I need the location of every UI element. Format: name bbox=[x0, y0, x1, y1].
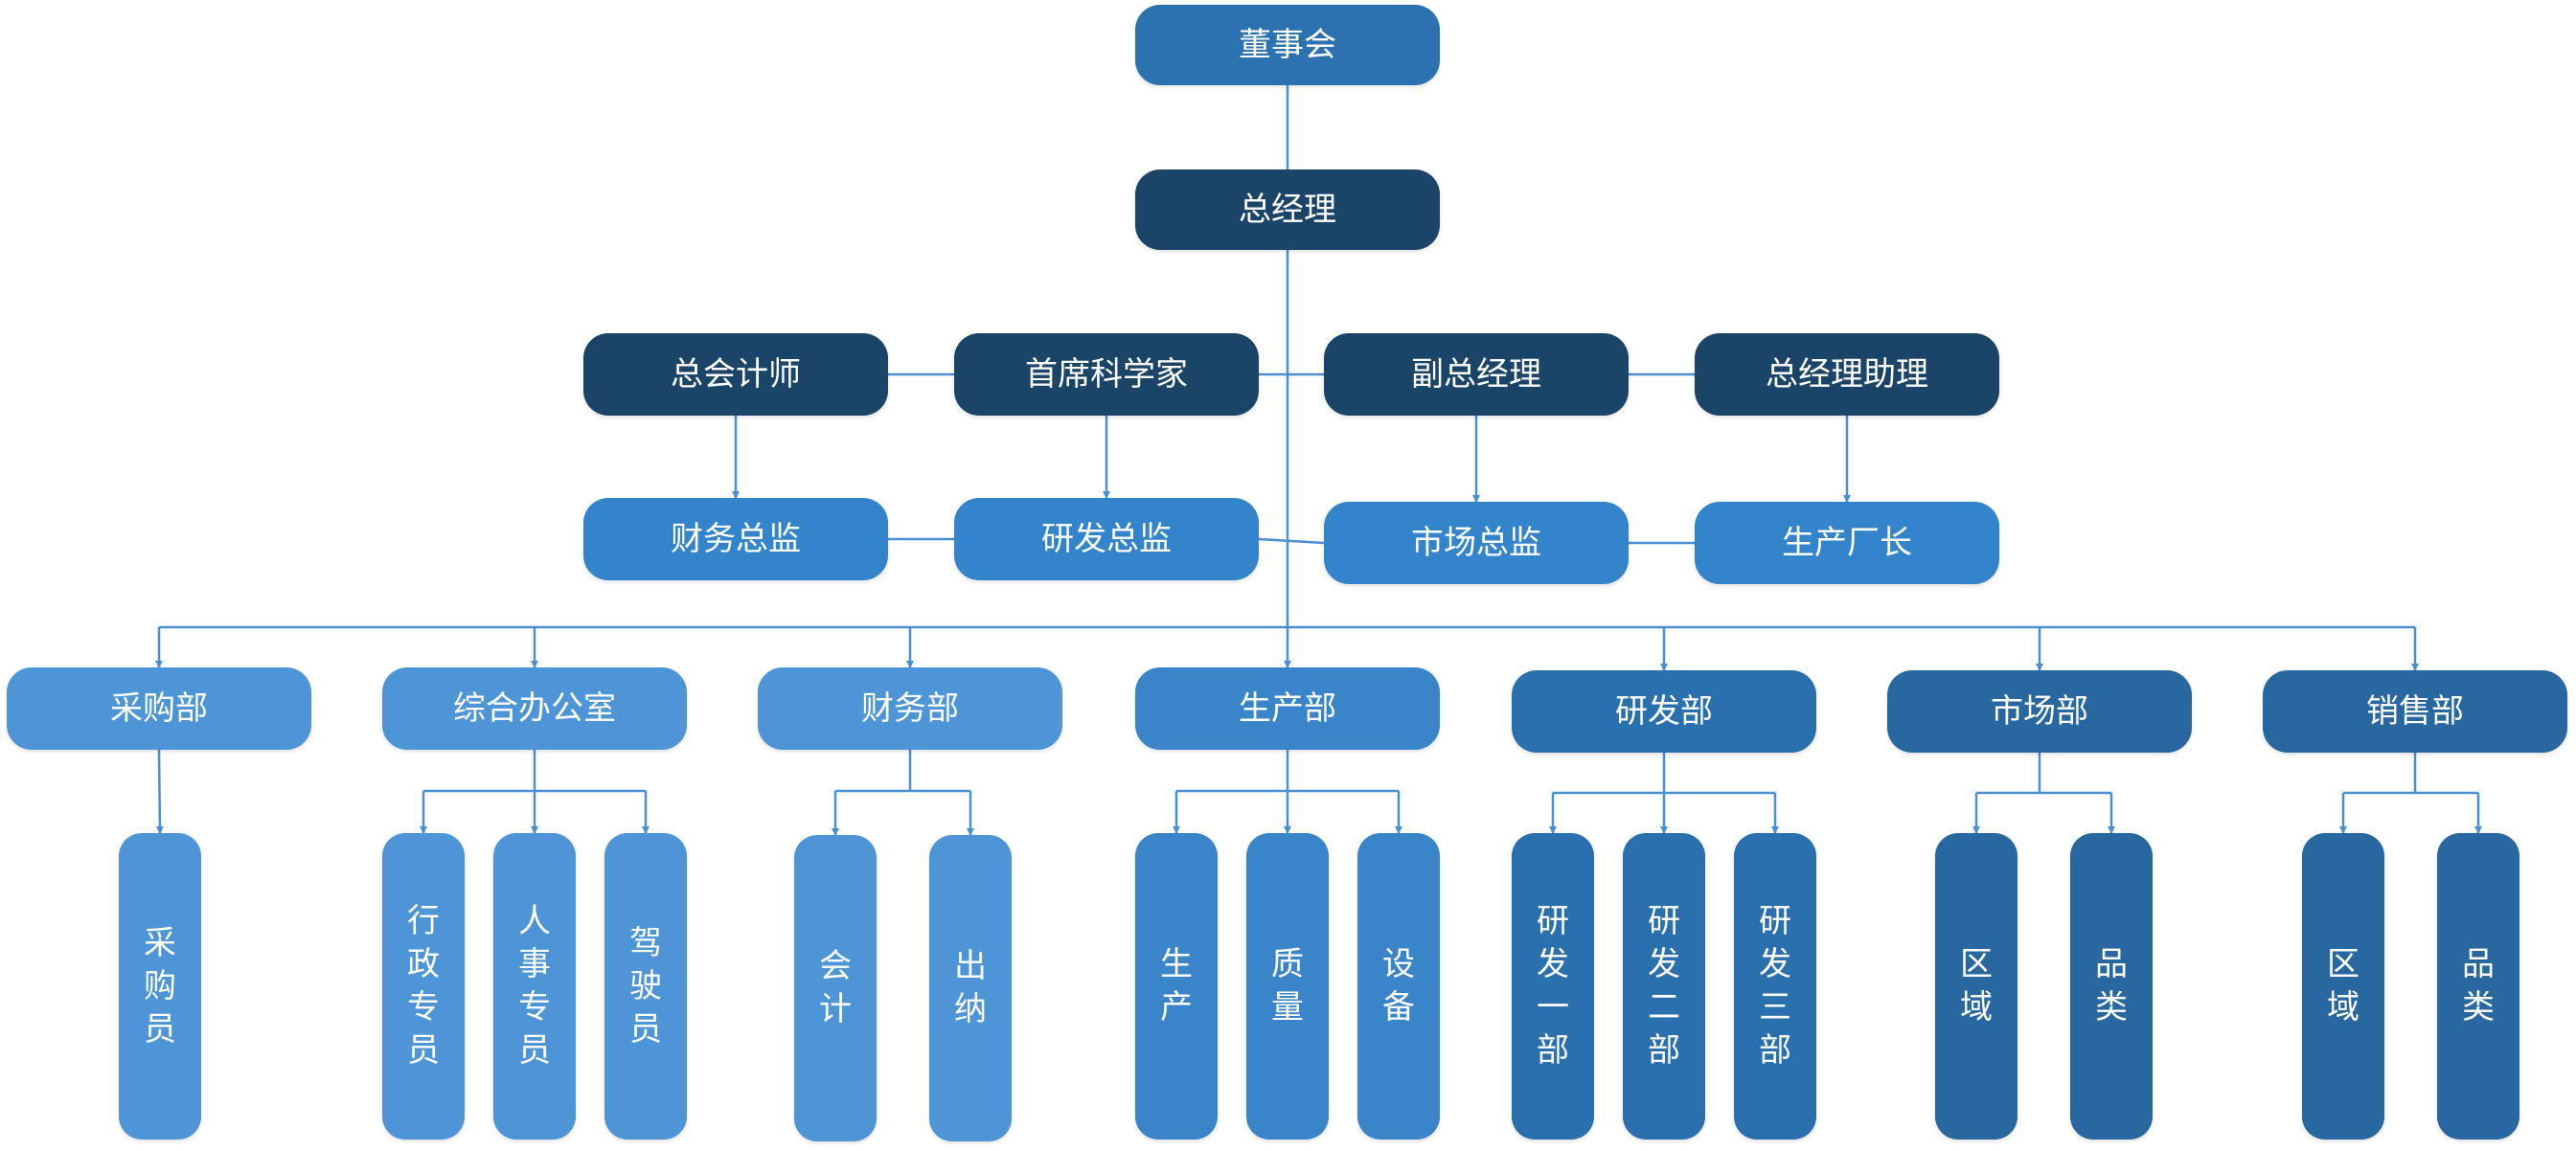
ceo-label: 总经理 bbox=[1239, 191, 1336, 229]
director-box: 研发总监 bbox=[954, 498, 1259, 580]
sub-unit-label: 质量 bbox=[1271, 945, 1304, 1027]
sub-unit-label: 会计 bbox=[819, 947, 852, 1028]
sub-unit-box: 会计 bbox=[794, 835, 877, 1141]
director-label: 财务总监 bbox=[671, 520, 801, 558]
department-label: 研发部 bbox=[1615, 692, 1713, 731]
director-label: 市场总监 bbox=[1411, 524, 1541, 562]
sub-unit-box: 行政专员 bbox=[382, 833, 465, 1140]
sub-unit-box: 质量 bbox=[1246, 833, 1329, 1140]
sub-unit-box: 生产 bbox=[1135, 833, 1218, 1140]
department-box: 综合办公室 bbox=[382, 667, 687, 750]
sub-unit-label: 生产 bbox=[1160, 945, 1193, 1027]
department-label: 销售部 bbox=[2366, 692, 2464, 731]
board-box: 董事会 bbox=[1135, 5, 1440, 85]
sub-unit-label: 品类 bbox=[2095, 945, 2128, 1027]
sub-unit-label: 驾驶员 bbox=[629, 923, 662, 1049]
executive-label: 副总经理 bbox=[1411, 355, 1541, 394]
sub-unit-label: 区域 bbox=[1960, 945, 1993, 1027]
sub-unit-label: 设备 bbox=[1382, 945, 1415, 1027]
director-box: 生产厂长 bbox=[1695, 502, 1999, 584]
sub-unit-box: 出纳 bbox=[929, 835, 1012, 1141]
department-label: 生产部 bbox=[1239, 689, 1336, 728]
sub-unit-label: 行政专员 bbox=[407, 902, 440, 1070]
sub-unit-arrow bbox=[155, 749, 164, 834]
sub-unit-label: 出纳 bbox=[954, 947, 987, 1028]
ceo-box: 总经理 bbox=[1135, 169, 1440, 250]
sub-unit-box: 人事专员 bbox=[493, 833, 576, 1140]
sub-unit-box: 研发三部 bbox=[1734, 833, 1816, 1140]
department-box: 市场部 bbox=[1887, 670, 2192, 753]
sub-unit-box: 区域 bbox=[2302, 833, 2384, 1140]
department-box: 研发部 bbox=[1512, 670, 1816, 753]
department-box: 财务部 bbox=[758, 667, 1062, 750]
department-label: 财务部 bbox=[861, 689, 959, 728]
sub-unit-label: 研发二部 bbox=[1648, 902, 1680, 1070]
executive-box: 首席科学家 bbox=[954, 333, 1259, 416]
sub-unit-box: 研发一部 bbox=[1512, 833, 1594, 1140]
director-box: 财务总监 bbox=[583, 498, 888, 580]
sub-unit-label: 采购员 bbox=[144, 923, 176, 1049]
director-label: 研发总监 bbox=[1041, 520, 1172, 558]
sub-unit-box: 设备 bbox=[1357, 833, 1440, 1140]
executive-box: 总经理助理 bbox=[1695, 333, 1999, 416]
department-label: 综合办公室 bbox=[453, 689, 616, 728]
department-box: 销售部 bbox=[2263, 670, 2567, 753]
sub-unit-box: 区域 bbox=[1935, 833, 2017, 1140]
peer-link bbox=[1258, 537, 1325, 545]
sub-unit-box: 品类 bbox=[2070, 833, 2153, 1140]
sub-unit-box: 驾驶员 bbox=[604, 833, 687, 1140]
department-label: 市场部 bbox=[1991, 692, 2088, 731]
sub-unit-label: 品类 bbox=[2462, 945, 2495, 1027]
department-box: 生产部 bbox=[1135, 667, 1440, 750]
executive-box: 副总经理 bbox=[1324, 333, 1629, 416]
sub-unit-label: 区域 bbox=[2327, 945, 2359, 1027]
executive-label: 首席科学家 bbox=[1025, 355, 1188, 394]
board-label: 董事会 bbox=[1239, 26, 1336, 64]
sub-unit-box: 采购员 bbox=[119, 833, 201, 1140]
executive-label: 总经理助理 bbox=[1766, 355, 1928, 394]
executive-label: 总会计师 bbox=[671, 355, 801, 394]
sub-unit-label: 人事专员 bbox=[518, 902, 551, 1070]
sub-unit-label: 研发一部 bbox=[1537, 902, 1569, 1070]
sub-unit-box: 品类 bbox=[2437, 833, 2519, 1140]
sub-unit-label: 研发三部 bbox=[1759, 902, 1791, 1070]
sub-unit-box: 研发二部 bbox=[1623, 833, 1705, 1140]
department-box: 采购部 bbox=[7, 667, 311, 750]
department-label: 采购部 bbox=[110, 689, 208, 728]
director-box: 市场总监 bbox=[1324, 502, 1629, 584]
executive-box: 总会计师 bbox=[583, 333, 888, 416]
director-label: 生产厂长 bbox=[1782, 524, 1912, 562]
